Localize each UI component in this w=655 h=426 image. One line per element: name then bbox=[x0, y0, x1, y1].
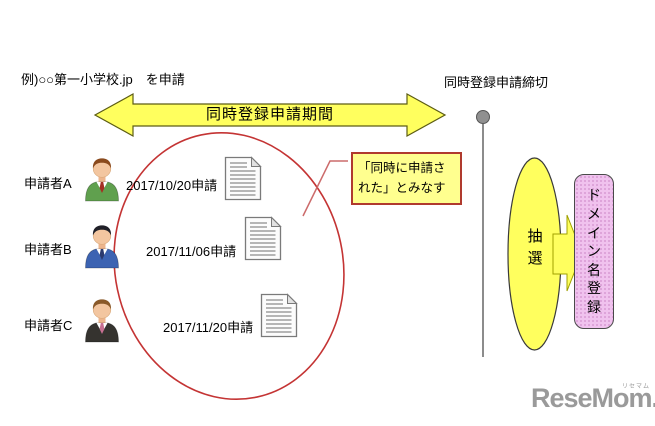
applicant-b-date: 2017/11/06申請 bbox=[146, 244, 237, 259]
logo-ruby: リセマム bbox=[622, 384, 651, 390]
registration-box: ドメイン名登録 bbox=[574, 174, 614, 329]
resemom-logo: リセマム ReseMom. bbox=[531, 383, 655, 414]
registration-label: ドメイン名登録 bbox=[587, 187, 601, 316]
applicant-a-date: 2017/10/20申請 bbox=[126, 178, 218, 193]
period-double-arrow bbox=[93, 92, 447, 138]
person-green-suit-icon bbox=[82, 155, 122, 203]
lottery-label: 抽選 bbox=[527, 228, 543, 267]
person-blue-suit-icon bbox=[82, 222, 122, 270]
deadline-label: 同時登録申請締切 bbox=[444, 75, 549, 90]
document-icon bbox=[260, 293, 298, 338]
document-icon bbox=[244, 216, 282, 261]
deadline-pin-icon bbox=[476, 110, 490, 124]
period-arrow-label: 同時登録申請期間 bbox=[205, 106, 334, 123]
example-label: 例)○○第一小学校.jp を申請 bbox=[21, 72, 185, 87]
note-text: 「同時に申請された」とみなす bbox=[358, 161, 446, 195]
note-leader-line bbox=[302, 160, 348, 217]
logo-text: ReseMom. bbox=[531, 383, 655, 413]
applicant-c-date: 2017/11/20申請 bbox=[163, 320, 254, 335]
grouping-ellipse bbox=[113, 132, 345, 400]
applicant-a-label: 申請者A bbox=[24, 176, 72, 191]
applicant-c-label: 申請者C bbox=[24, 318, 73, 333]
note-box: 「同時に申請された」とみなす bbox=[351, 152, 462, 205]
person-black-suit-icon bbox=[82, 296, 122, 344]
document-icon bbox=[224, 156, 262, 201]
applicant-b-label: 申請者B bbox=[24, 242, 72, 257]
